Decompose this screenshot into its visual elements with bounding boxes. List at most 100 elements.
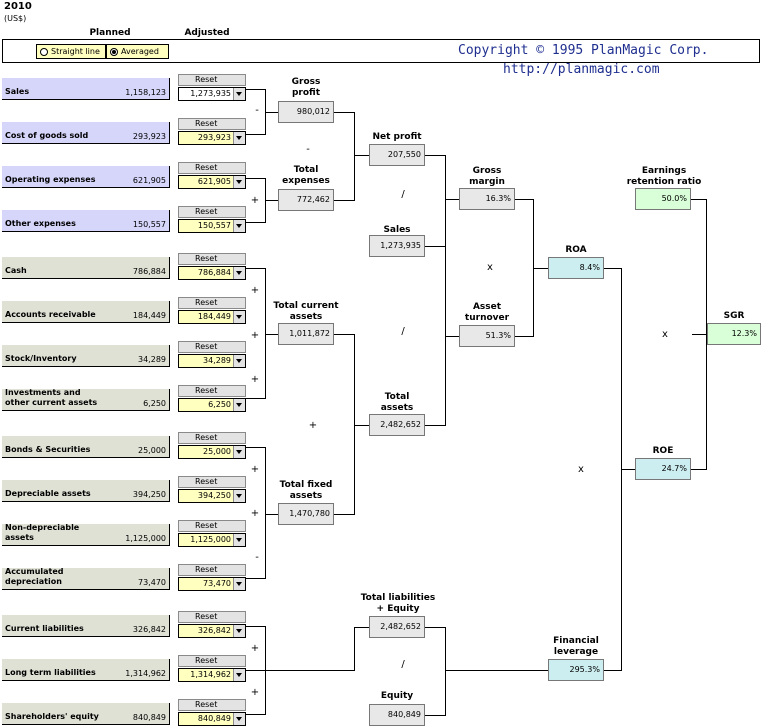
radio-averaged-icon[interactable] (110, 47, 118, 56)
connector-line (691, 469, 706, 470)
adjusted-dropdown[interactable]: 326,842 (178, 624, 246, 638)
adjusted-dropdown[interactable]: 6,250 (178, 398, 246, 412)
operator-plus: + (250, 464, 260, 475)
reset-button[interactable]: Reset (178, 74, 246, 86)
planned-value: 621,905 (132, 176, 166, 185)
adjusted-dropdown[interactable]: 150,557 (178, 219, 246, 233)
reset-button[interactable]: Reset (178, 699, 246, 711)
reset-button[interactable]: Reset (178, 520, 246, 532)
year-label: 2010 (4, 1, 32, 12)
adjusted-dropdown[interactable]: 1,314,962 (178, 668, 246, 682)
dropdown-arrow-icon[interactable] (233, 534, 245, 546)
planned-value: 840,849 (132, 713, 166, 722)
reset-button[interactable]: Reset (178, 655, 246, 667)
net-profit-label: Net profit (372, 132, 422, 142)
operator-plus: + (250, 195, 260, 206)
adjusted-dropdown[interactable]: 25,000 (178, 445, 246, 459)
row-label: Bonds & Securities (5, 445, 91, 454)
adjusted-dropdown[interactable]: 840,849 (178, 712, 246, 726)
reset-button[interactable]: Reset (178, 476, 246, 488)
adjusted-dropdown[interactable]: 786,884 (178, 266, 246, 280)
dropdown-arrow-icon[interactable] (233, 446, 245, 458)
dropdown-arrow-icon[interactable] (233, 625, 245, 637)
operator-minus: - (255, 552, 259, 563)
adjusted-value: 1,125,000 (190, 535, 231, 544)
connector-line (246, 398, 265, 399)
adjusted-dropdown[interactable]: 1,125,000 (178, 533, 246, 547)
straight-line-option[interactable]: Straight line (36, 44, 106, 59)
reset-button[interactable]: Reset (178, 162, 246, 174)
reset-button[interactable]: Reset (178, 206, 246, 218)
dropdown-arrow-icon[interactable] (233, 578, 245, 590)
copyright-url[interactable]: http://planmagic.com (503, 62, 660, 77)
adjusted-dropdown[interactable]: 293,923 (178, 131, 246, 145)
asset-turnover-label: Asset turnover (464, 302, 510, 323)
planned-value: 1,125,000 (125, 534, 166, 543)
total-liab-equity-value: 2,482,652 (369, 616, 425, 638)
dropdown-arrow-icon[interactable] (233, 669, 245, 681)
dropdown-arrow-icon[interactable] (233, 176, 245, 188)
operator-plus: + (250, 508, 260, 519)
reset-button[interactable]: Reset (178, 118, 246, 130)
sgr-label: SGR (723, 311, 745, 321)
reset-button[interactable]: Reset (178, 564, 246, 576)
connector-line (334, 334, 354, 335)
row-label: Accounts receivable (5, 310, 96, 319)
roa-value: 8.4% (548, 257, 604, 279)
dropdown-arrow-icon[interactable] (233, 713, 245, 725)
total-assets-label: Total assets (380, 392, 414, 413)
dropdown-arrow-icon[interactable] (233, 132, 245, 144)
connector-line (265, 200, 278, 201)
adjusted-value: 73,470 (203, 579, 231, 588)
reset-button[interactable]: Reset (178, 341, 246, 353)
dropdown-arrow-icon[interactable] (233, 355, 245, 367)
adjusted-dropdown[interactable]: 34,289 (178, 354, 246, 368)
operator-times: x (662, 329, 668, 340)
connector-line (425, 425, 445, 426)
dropdown-arrow-icon[interactable] (233, 490, 245, 502)
dropdown-arrow-icon[interactable] (233, 267, 245, 279)
adjusted-dropdown[interactable]: 73,470 (178, 577, 246, 591)
averaged-option[interactable]: Averaged (106, 44, 169, 59)
planned-header: Planned (89, 28, 131, 38)
averaged-label: Averaged (121, 47, 159, 56)
adjusted-dropdown[interactable]: 394,250 (178, 489, 246, 503)
connector-line (246, 134, 265, 135)
reset-button[interactable]: Reset (178, 297, 246, 309)
reset-button[interactable]: Reset (178, 432, 246, 444)
dropdown-arrow-icon[interactable] (233, 88, 245, 100)
adjusted-dropdown[interactable]: 1,273,935 (178, 87, 246, 101)
dropdown-arrow-icon[interactable] (233, 220, 245, 232)
operator-plus: + (250, 643, 260, 654)
input-row-0: Sales 1,158,123 (2, 78, 170, 100)
dropdown-arrow-icon[interactable] (233, 399, 245, 411)
adjusted-dropdown[interactable]: 621,905 (178, 175, 246, 189)
adjusted-value: 786,884 (197, 268, 231, 277)
reset-button[interactable]: Reset (178, 253, 246, 265)
operator-times: x (487, 262, 493, 273)
connector-line (246, 268, 265, 269)
adjusted-dropdown[interactable]: 184,449 (178, 310, 246, 324)
roe-label: ROE (652, 446, 674, 456)
connector-line (445, 670, 548, 671)
currency-label: (US$) (4, 14, 27, 23)
connector-line (265, 112, 278, 113)
planned-value: 1,158,123 (125, 88, 166, 97)
row-label: Sales (5, 87, 30, 96)
row-label: Accumulated depreciation (5, 567, 64, 586)
operator-times: x (578, 464, 584, 475)
reset-button[interactable]: Reset (178, 611, 246, 623)
operator-plus: + (250, 285, 260, 296)
connector-line (515, 199, 533, 200)
dropdown-arrow-icon[interactable] (233, 311, 245, 323)
planned-value: 326,842 (132, 625, 166, 634)
total-liab-equity-label: Total liabilities + Equity (360, 593, 436, 614)
planned-value: 34,289 (138, 355, 166, 364)
radio-straight-icon[interactable] (40, 47, 48, 56)
reset-button[interactable]: Reset (178, 385, 246, 397)
adjusted-value: 840,849 (197, 714, 231, 723)
